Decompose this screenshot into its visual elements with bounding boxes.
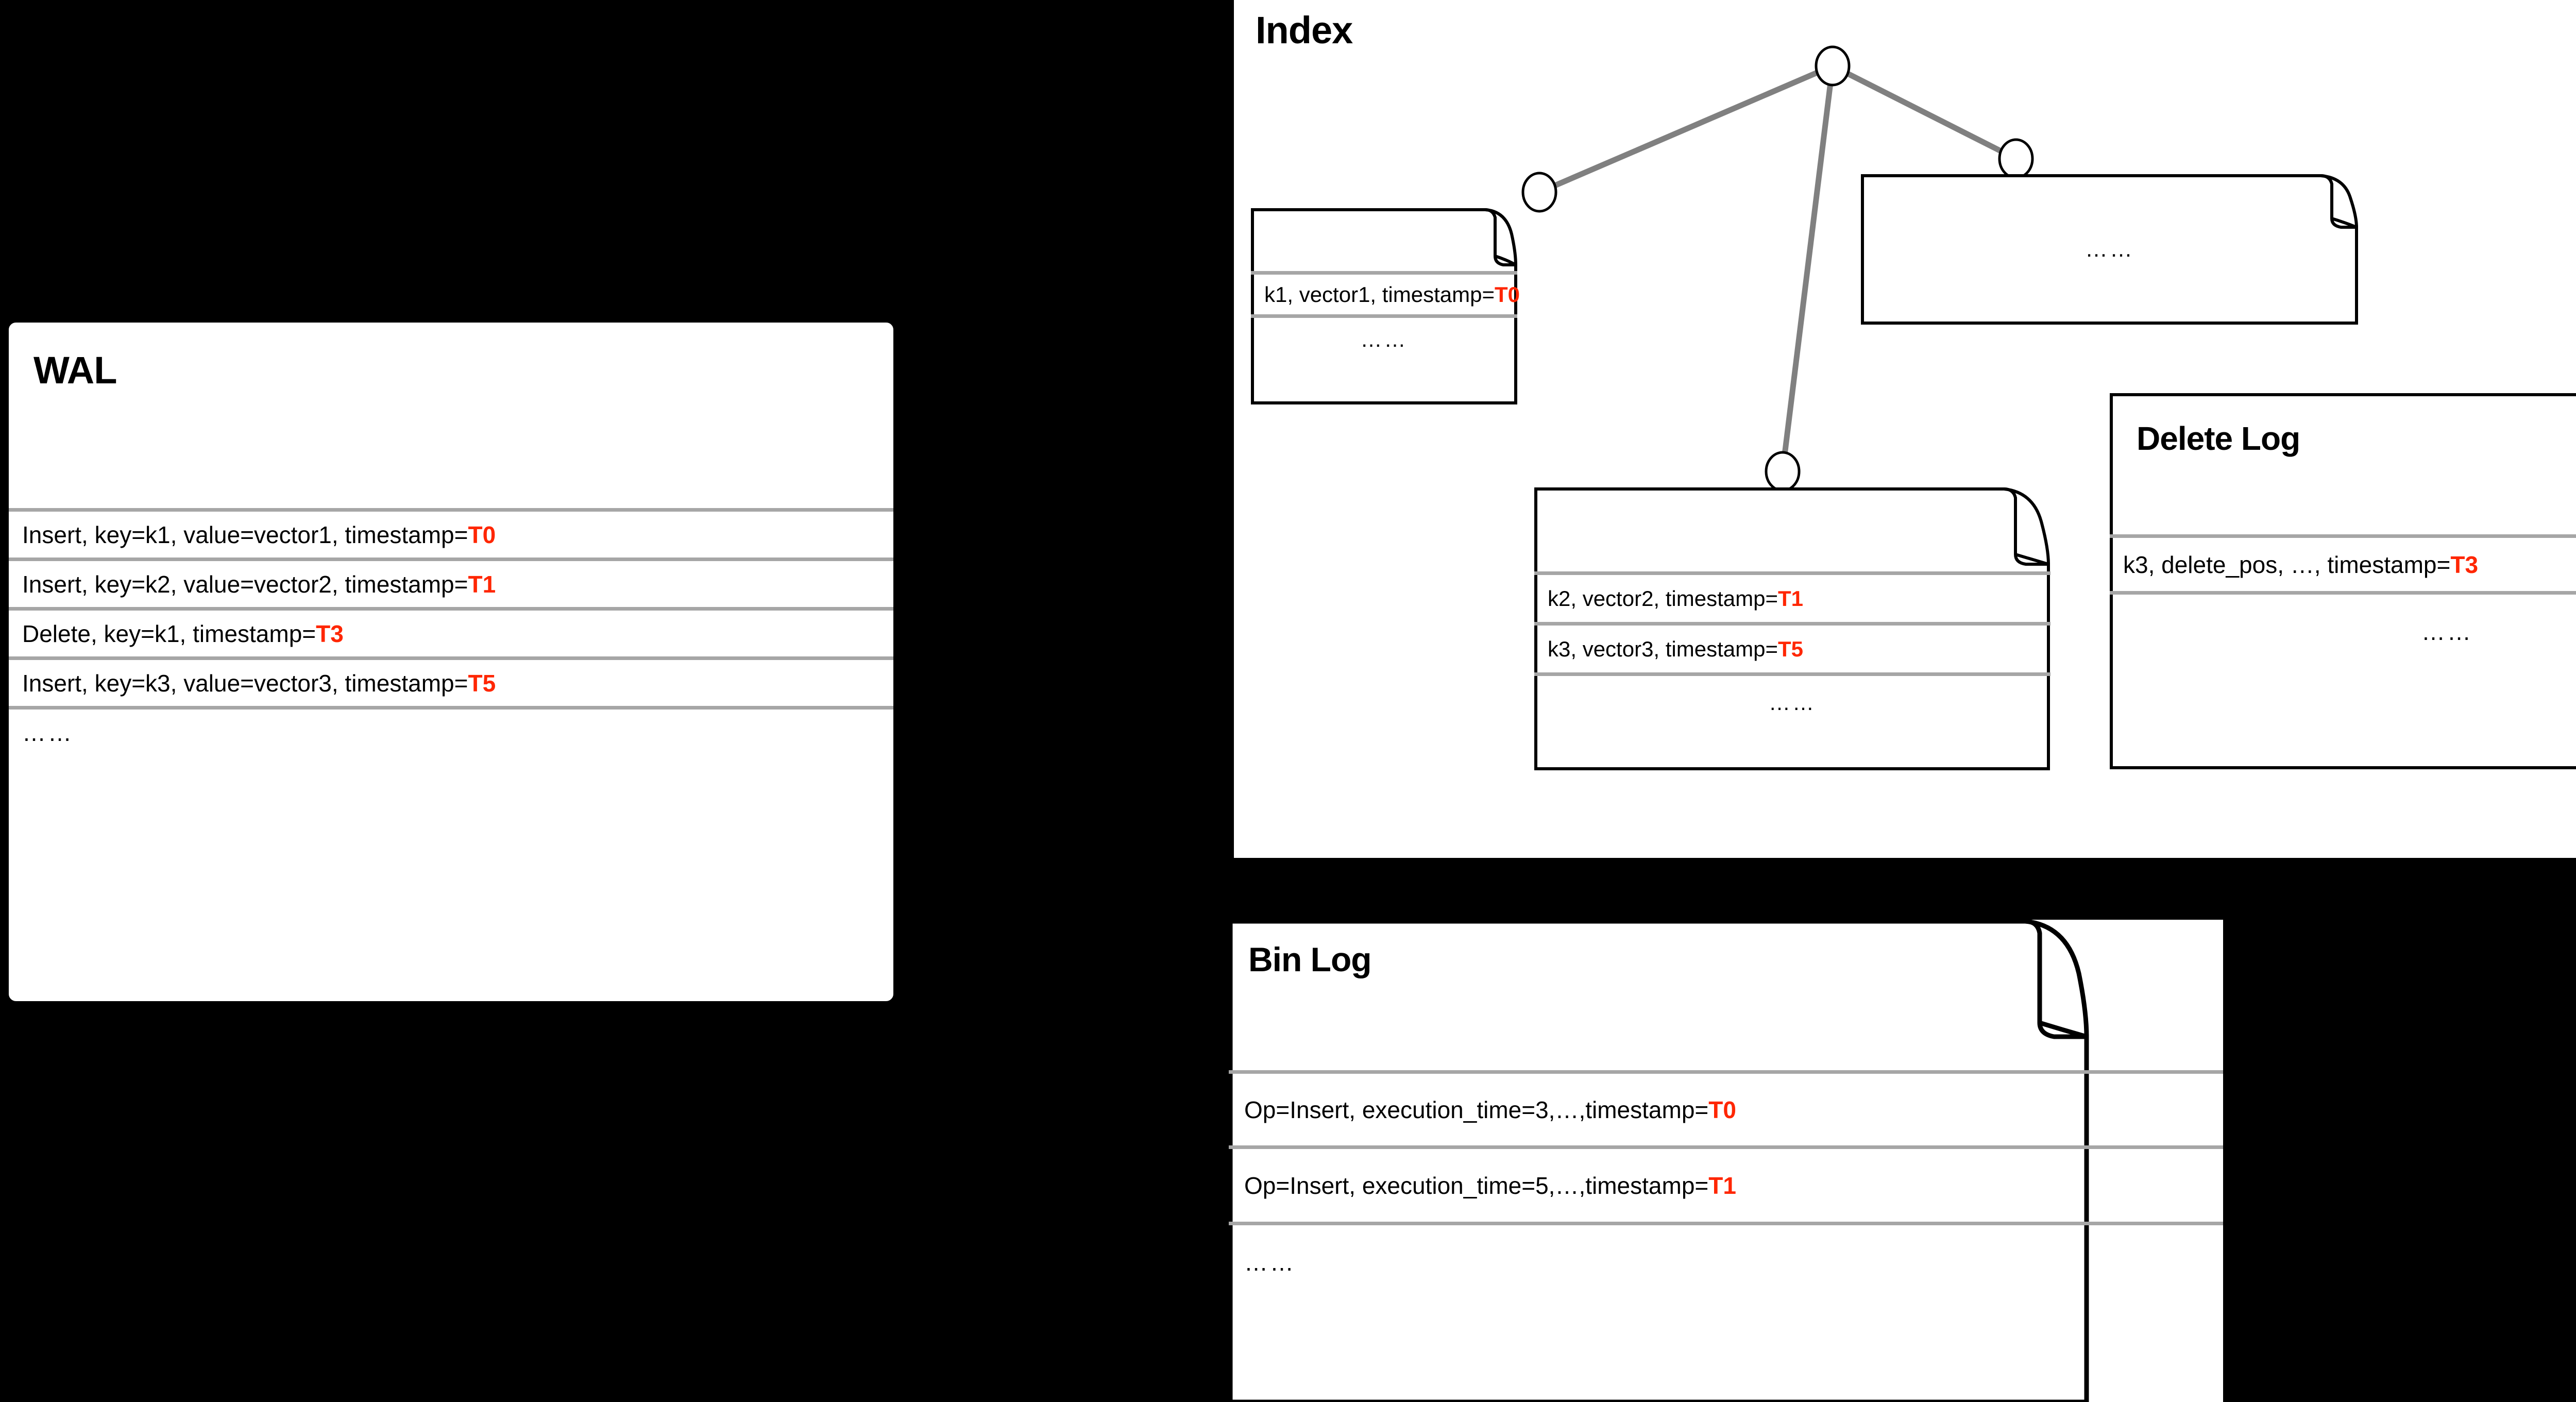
delete-log-row: k3, delete_pos, …, timestamp=T3 — [2110, 534, 2576, 591]
delete-log-ellipsis-text: …… — [2421, 618, 2473, 645]
index-leaf-row-ellipsis: …… — [1251, 314, 1517, 361]
left-child-node — [1521, 172, 1557, 213]
wal-row-text: Insert, key=k3, value=vector3, timestamp… — [22, 669, 468, 697]
index-leaf-row-timestamp: T5 — [1778, 636, 1804, 661]
bin-log-row-timestamp: T1 — [1708, 1172, 1736, 1199]
index-leaf-ellipsis-text: …… — [1360, 327, 1408, 351]
wal-row-ellipsis: …… — [9, 706, 893, 755]
index-leaf-row-ellipsis: …… — [1534, 672, 2050, 729]
index-leaf-row: k2, vector2, timestamp=T1 — [1534, 571, 2050, 622]
middle-child-node — [1765, 451, 1801, 492]
root-node — [1815, 45, 1851, 87]
wal-row-text: Insert, key=k1, value=vector1, timestamp… — [22, 521, 468, 548]
delete-log-row-ellipsis: …… — [2110, 591, 2576, 668]
index-leaf-row-timestamp: T1 — [1778, 586, 1804, 611]
bin-log-row: Op=Insert, execution_time=5,…,timestamp=… — [1229, 1145, 2223, 1222]
index-leaf-card-right: …… — [1861, 174, 2359, 325]
wal-row-text: Delete, key=k1, timestamp= — [22, 620, 316, 647]
wal-row-timestamp: T0 — [468, 521, 496, 548]
doc-content: Delete Log k3, delete_pos, …, timestamp=… — [2110, 393, 2576, 769]
wal-ellipsis-text: …… — [22, 719, 74, 746]
wal-row-timestamp: T5 — [468, 669, 496, 697]
index-leaf-ellipsis-text: …… — [1769, 690, 1816, 715]
wal-row: Insert, key=k3, value=vector3, timestamp… — [9, 656, 893, 706]
wal-row-timestamp: T3 — [316, 620, 344, 647]
doc-content: k2, vector2, timestamp=T1 k3, vector3, t… — [1534, 487, 2050, 770]
index-leaf-card-k1: k1, vector1, timestamp=T0 …… — [1251, 208, 1520, 404]
wal-row: Insert, key=k2, value=vector2, timestamp… — [9, 558, 893, 607]
right-child-node — [1998, 138, 2034, 179]
index-leaf-row: k1, vector1, timestamp=T0 — [1251, 271, 1520, 314]
bin-log-ellipsis-text: …… — [1244, 1248, 1296, 1276]
bin-log-title: Bin Log — [1248, 940, 1372, 978]
index-leaf-row-text: k2, vector2, timestamp= — [1548, 586, 1778, 611]
bin-log-row-text: Op=Insert, execution_time=3,…,timestamp= — [1244, 1096, 1709, 1123]
doc-content: Bin Log Op=Insert, execution_time=3,…,ti… — [1229, 920, 2223, 1402]
index-leaf-row-timestamp: T0 — [1495, 282, 1520, 307]
doc-content: k1, vector1, timestamp=T0 …… — [1251, 208, 1520, 404]
delete-log-title: Delete Log — [2137, 420, 2300, 457]
wal-row: Insert, key=k1, value=vector1, timestamp… — [9, 508, 893, 558]
edge-root-to-left — [1538, 63, 1834, 195]
wal-row-text: Insert, key=k2, value=vector2, timestamp… — [22, 570, 468, 598]
wal-row-list: Insert, key=k1, value=vector1, timestamp… — [9, 508, 893, 755]
edge-root-to-middle — [1780, 65, 1836, 472]
delete-log-row-text: k3, delete_pos, …, timestamp= — [2123, 551, 2451, 578]
bin-log-row-text: Op=Insert, execution_time=5,…,timestamp= — [1244, 1172, 1709, 1199]
bin-log-row-timestamp: T0 — [1708, 1096, 1736, 1123]
edge-root-to-right — [1831, 63, 2018, 161]
doc-content: …… — [1861, 174, 2359, 325]
wal-row-timestamp: T1 — [468, 570, 496, 598]
delete-log-card: Delete Log k3, delete_pos, …, timestamp=… — [2110, 393, 2576, 769]
index-leaf-ellipsis-text: …… — [2085, 237, 2134, 262]
wal-row: Delete, key=k1, timestamp=T3 — [9, 607, 893, 656]
index-leaf-card-k2k3: k2, vector2, timestamp=T1 k3, vector3, t… — [1534, 487, 2050, 770]
wal-panel: WAL Insert, key=k1, value=vector1, times… — [7, 320, 895, 1003]
delete-log-row-timestamp: T3 — [2450, 551, 2479, 578]
bin-log-row: Op=Insert, execution_time=3,…,timestamp=… — [1229, 1070, 2223, 1145]
index-leaf-row-text: k3, vector3, timestamp= — [1548, 636, 1778, 661]
index-title: Index — [1256, 9, 1353, 52]
bin-log-card: Bin Log Op=Insert, execution_time=3,…,ti… — [1229, 920, 2223, 1402]
index-leaf-row: k3, vector3, timestamp=T5 — [1534, 622, 2050, 672]
wal-title: WAL — [33, 349, 117, 392]
index-leaf-row-text: k1, vector1, timestamp= — [1264, 282, 1495, 307]
index-panel: Index k1, vector1, timestamp=T0 …… — [1234, 0, 2576, 858]
bin-log-row-ellipsis: …… — [1229, 1222, 2223, 1299]
